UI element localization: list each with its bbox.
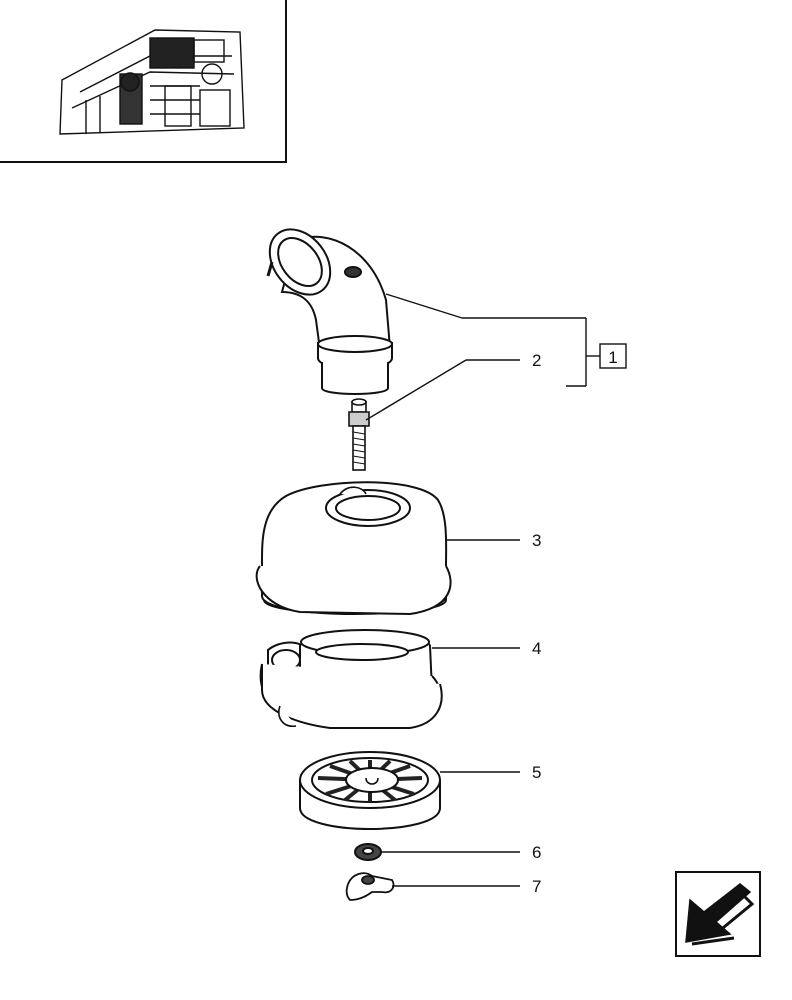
assembly-ref-box [599, 343, 627, 369]
part-filter-element [299, 751, 441, 830]
previous-page-arrow-icon[interactable] [675, 871, 761, 957]
leader-lines [365, 293, 600, 887]
part-elbow-hose [266, 228, 393, 395]
part-stud-bolt [348, 398, 370, 471]
callout-6: 6 [532, 843, 541, 862]
part-air-cleaner-cover [255, 481, 452, 616]
callout-5: 5 [532, 763, 541, 782]
engine-thumbnail-icon[interactable] [0, 0, 287, 163]
part-air-cleaner-bowl [259, 629, 443, 729]
callout-3: 3 [532, 531, 541, 550]
callout-7: 7 [532, 877, 541, 896]
assembly-ref-label: 1 [608, 348, 617, 367]
part-wing-nut [345, 872, 395, 901]
callout-4: 4 [532, 639, 541, 658]
part-washer [354, 843, 382, 861]
callout-2: 2 [532, 351, 541, 370]
